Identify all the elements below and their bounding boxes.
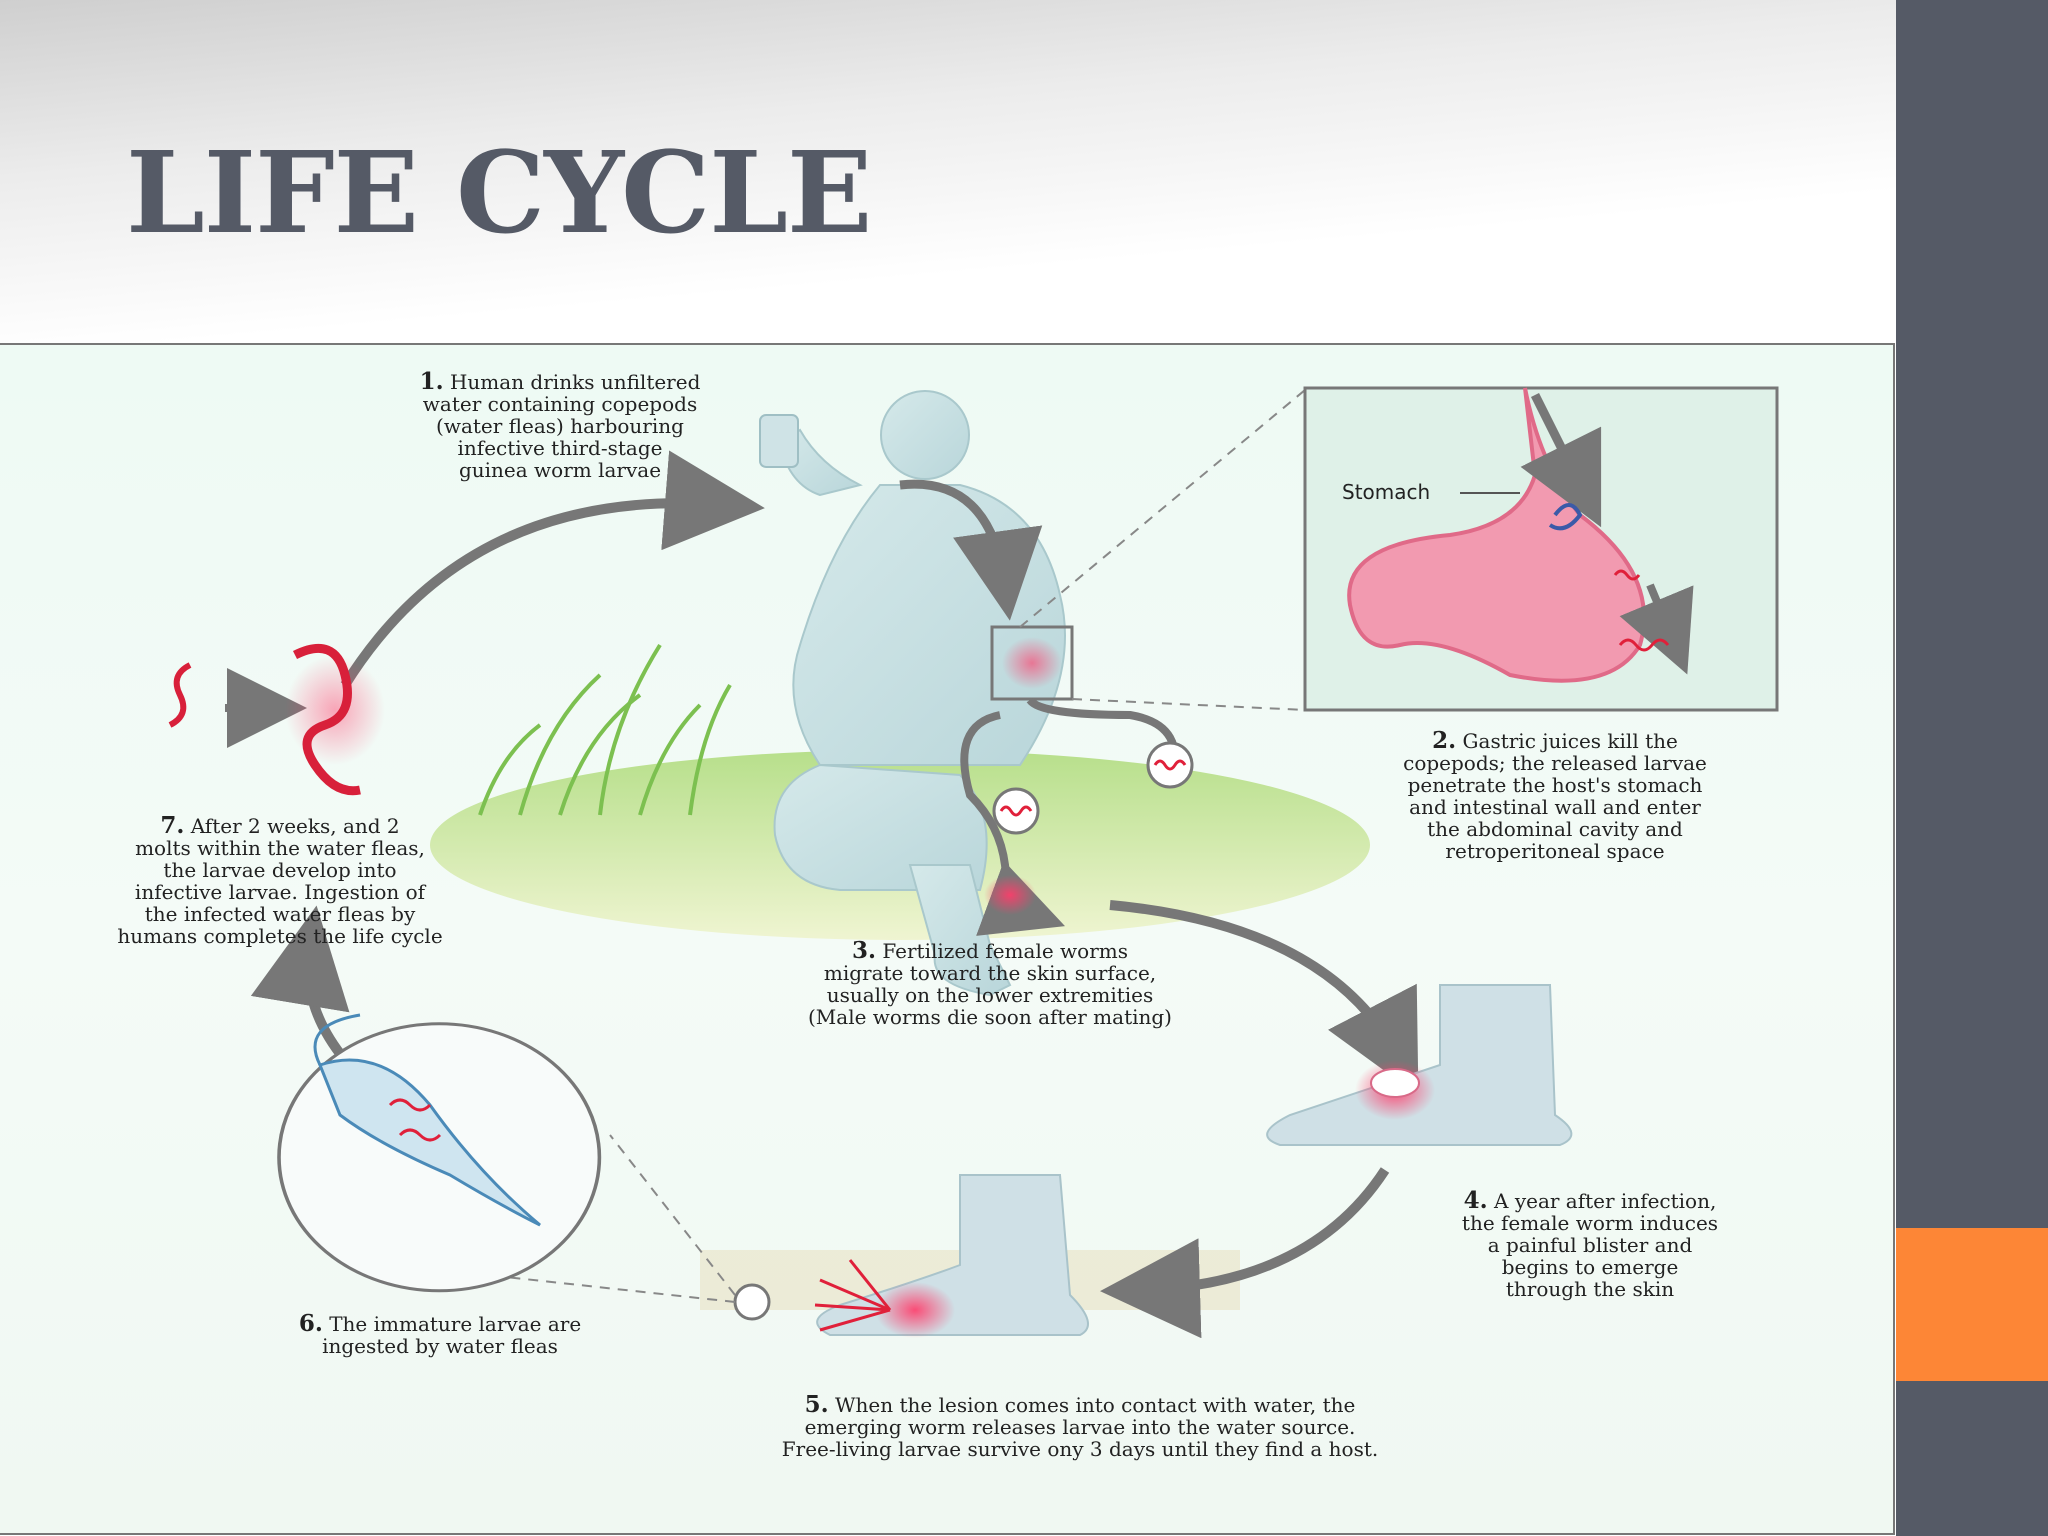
blister-foot-illustration [1266, 984, 1573, 1146]
diagram-illustration [168, 386, 1779, 1339]
drinking-cup-icon [759, 414, 799, 468]
arrow-3-to-4 [1109, 900, 1419, 1096]
title-band [0, 0, 1896, 345]
larva-large-icon [292, 643, 361, 796]
arrow-6-to-7 [250, 905, 350, 1064]
step-3-caption: 3. Fertilized female worms migrate towar… [807, 937, 1172, 1029]
stomach-label: Stomach [1342, 480, 1431, 504]
life-cycle-diagram: Stomach 1. Human drinks unfiltered water… [0, 343, 1895, 1535]
water-foot-illustration [814, 1174, 1089, 1338]
step-2-caption: 2. Gastric juices kill the copepods; the… [1403, 727, 1707, 863]
larva-small-icon [168, 662, 192, 728]
worm-in-leg-icon [992, 787, 1040, 835]
step-5-caption: 5. When the lesion comes into contact wi… [781, 1391, 1379, 1461]
ingestion-arrow [899, 479, 1043, 621]
accent-block [1896, 1228, 2048, 1381]
step-1-caption: 1. Human drinks unfiltered water contain… [419, 368, 701, 482]
step-7-caption: 7. After 2 weeks, and 2 molts within the… [117, 812, 443, 948]
water-flea-illustration [313, 1013, 541, 1227]
step-6-caption: 6. The immature larvae are ingested by w… [298, 1310, 582, 1358]
step-4-caption: 4. A year after infection, the female wo… [1461, 1187, 1719, 1301]
grass-blades [478, 643, 732, 816]
arrow-7-to-1 [340, 450, 765, 688]
worm-in-thigh-icon [1146, 741, 1194, 789]
stomach-illustration [1347, 387, 1646, 683]
slide-title: LIFE CYCLE [126, 128, 872, 259]
arrow-4-to-5 [1100, 1167, 1390, 1339]
larva-in-water-icon [733, 1283, 771, 1321]
